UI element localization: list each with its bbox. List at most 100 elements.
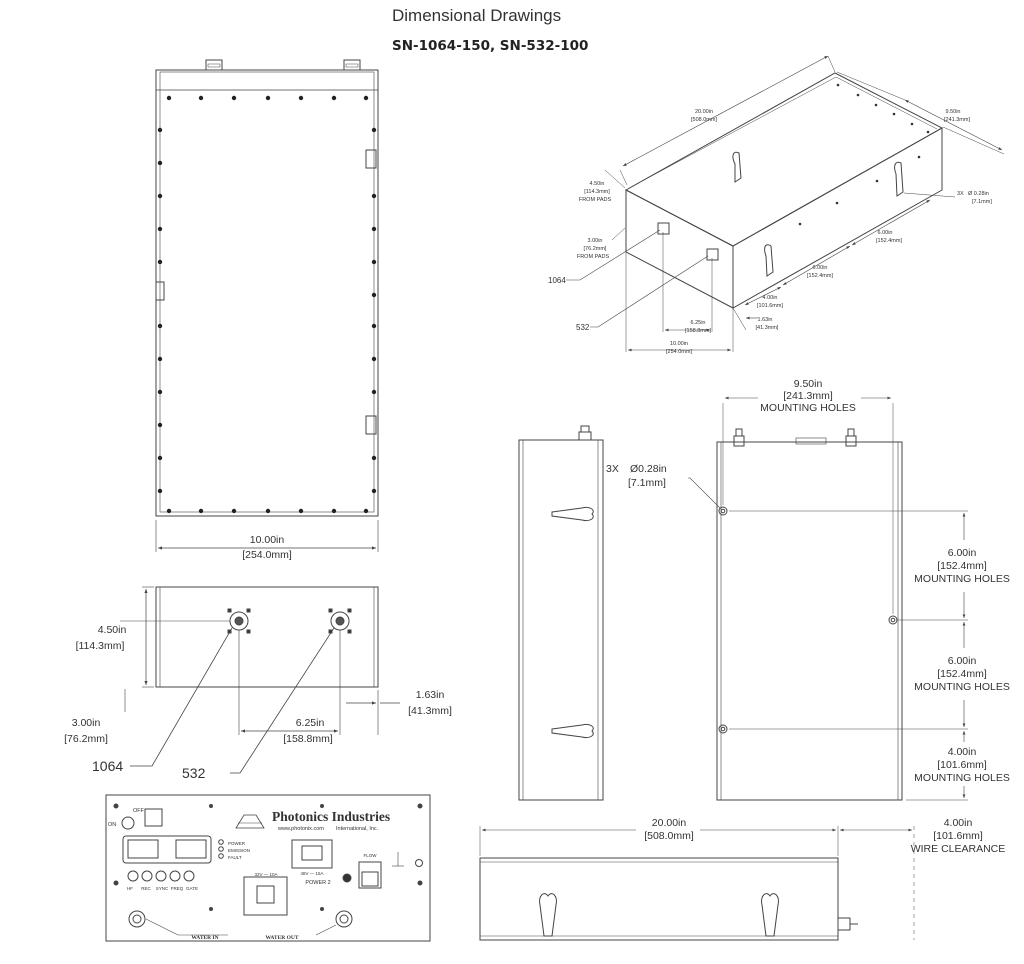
iso-handle-top [732,151,742,183]
led-fault-label: FAULT [228,855,242,860]
wire-clear-mm: [101.6mm] [933,830,983,842]
mounting-side-outline [716,441,903,801]
led-fault [218,853,224,859]
port-532 [328,608,352,634]
side-sp3-in: 4.00in [948,746,977,758]
side-width-in: 9.50in [794,378,823,390]
side-hole-dia: Ø0.28in [630,463,667,475]
led-emission [218,846,224,852]
narrow-side-view [518,425,604,801]
iso-depth-in: 9.50in [946,109,961,115]
iso-from-pads-2: FROM PADS [577,254,610,260]
switch-off-label: OFF [133,808,145,814]
water-out-label: WATER OUT [265,935,298,941]
isometric-view [566,55,1005,352]
front-port-height-mm: [76.2mm] [64,733,108,745]
side-sp1-note: MOUNTING HOLES [914,573,1010,585]
side-connector-2 [845,435,857,447]
iso-port-mm: [76.2mm] [584,246,607,252]
brand-name: Photonics Industries [272,809,390,824]
power2-label: POWER 2 [305,880,330,886]
led-power [218,839,224,845]
latch-right-bottom [365,415,377,435]
iso-length-mm: [508.0mm] [691,117,717,123]
iso-sp2-in: 6.00in [813,265,828,271]
front-port-spacing-in: 6.25in [296,717,325,729]
latch-left [155,281,165,301]
top-view [155,59,379,552]
side-sp2-note: MOUNTING HOLES [914,681,1010,693]
side-sp1-mm: [152.4mm] [937,560,987,572]
iso-width-mm: [254.0mm] [666,349,692,355]
iso-hole-mm: [7.1mm] [972,199,992,205]
wire-clear-in: 4.00in [944,817,973,829]
iso-length-in: 20.00in [695,109,713,115]
water-in-fitting [128,910,146,928]
wire-fitting [837,917,851,931]
side-sp3-note: MOUNTING HOLES [914,772,1010,784]
side-sp3-mm: [101.6mm] [937,759,987,771]
front-view [120,586,400,774]
iso-pspace-in: 6.25in [691,320,706,326]
brand-subtitle: International, Inc. [336,826,379,832]
iso-port-532 [706,248,719,261]
iso-handle-front [764,244,774,277]
power-led [342,873,352,883]
power-switch [121,816,135,830]
side-holes-qty: 3X [606,463,619,475]
side-hole-mm: [7.1mm] [628,477,666,489]
mounting-hole-2 [718,724,728,734]
iso-top-face [624,72,944,247]
bnc-label: HF [127,886,133,891]
water-out-fitting [335,910,353,928]
led-power-label: POWER [228,841,246,846]
mounting-hole-1 [718,506,728,516]
switch-on-label: ON [108,822,116,828]
iso-sp1-in: 6.00in [878,230,893,236]
brand-website: www.photonix.com [277,826,324,832]
power1-connector [243,876,288,916]
iso-hole-dia: Ø 0.28in [968,191,989,197]
front-edge-in: 1.63in [416,689,445,701]
bnc-label: SYNC [156,886,169,891]
mounting-hole-3 [888,615,898,625]
flow-port [358,861,382,889]
water-in-label: WATER IN [191,935,218,941]
top-width-mm: [254.0mm] [242,549,292,561]
front-port-spacing-mm: [158.8mm] [283,733,333,745]
top-view-outline [155,69,379,517]
brand-logo [235,814,265,829]
iso-sp1-mm: [152.4mm] [876,238,902,244]
connector-right [343,59,361,71]
iso-pspace-mm: [158.8mm] [685,328,711,334]
label-1064: 1064 [92,758,123,774]
top-width-in: 10.00in [250,534,285,546]
narrow-side-connector [578,431,592,441]
long-length-mm: [508.0mm] [644,830,694,842]
front-port-height-in: 3.00in [72,717,101,729]
page-title: Dimensional Drawings [392,6,562,25]
latch-right-top [365,149,377,169]
narrow-side-outline [518,439,604,801]
side-sp1-in: 6.00in [948,547,977,559]
bnc-label: FREQ [171,886,184,891]
long-handle-right [761,893,779,937]
front-height-mm: [114.3mm] [76,640,125,652]
iso-port-1064 [657,222,670,235]
iso-width-in: 10.00in [670,341,688,347]
mounting-side-view [688,396,968,801]
iso-from-pads: FROM PADS [579,197,612,203]
connector-left [205,59,223,71]
side-width-mm: [241.3mm] [783,390,833,402]
side-sp2-in: 6.00in [948,655,977,667]
iso-height-mm: [114.3mm] [584,189,610,195]
long-length-in: 20.00in [652,817,687,829]
connector-block [122,835,212,864]
rear-panel-outline [105,794,431,942]
iso-label-532: 532 [576,323,590,332]
iso-height-in: 4.50in [590,181,605,187]
key-switch [144,808,163,827]
long-handle-left [539,893,557,937]
iso-sp3-mm: [101.6mm] [757,303,783,309]
power2-connector [291,839,333,869]
